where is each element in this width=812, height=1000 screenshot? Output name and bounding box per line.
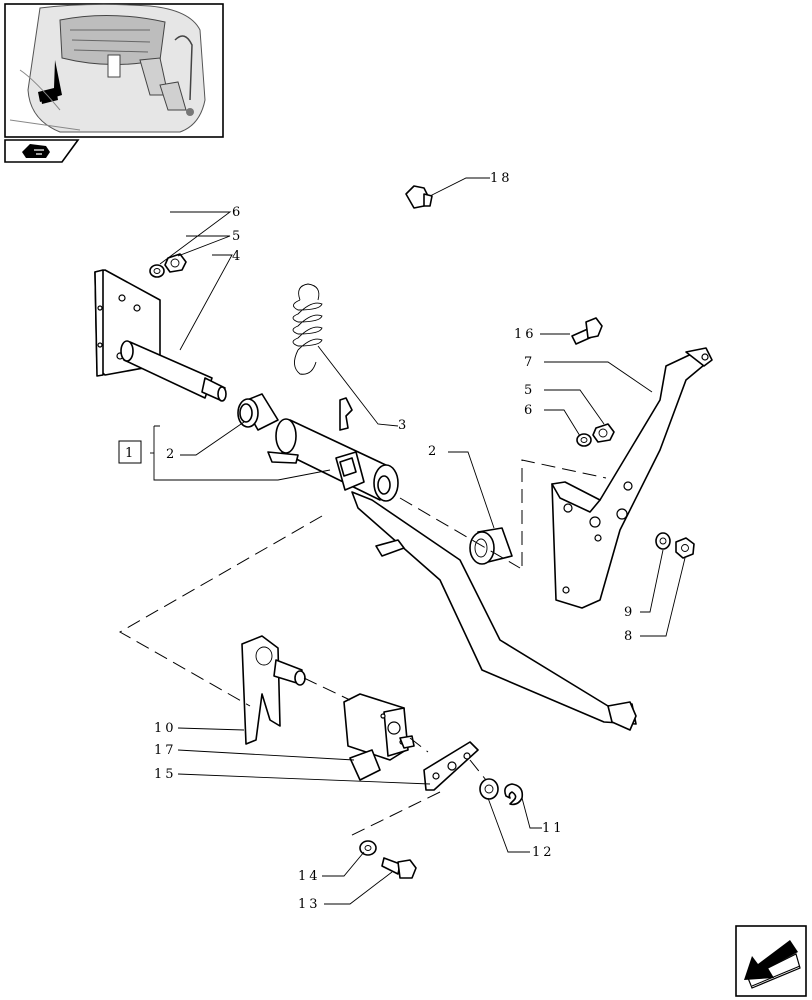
callout-18: 18 (490, 171, 513, 186)
plate-15 (423, 741, 479, 791)
washer-right (576, 433, 592, 447)
callout-2-right: 2 (428, 444, 439, 459)
housing-block-17 (343, 693, 415, 781)
cap-18 (405, 185, 433, 209)
callout-13: 13 (298, 897, 321, 912)
assembly-guide-lines (118, 459, 607, 839)
callout-7: 7 (524, 355, 535, 370)
washer-14 (359, 840, 377, 856)
bushing-right (469, 527, 513, 565)
callout-12: 12 (532, 845, 555, 860)
callout-2-left: 2 (166, 447, 177, 462)
bolt-13 (381, 857, 417, 879)
callout-6-upper: 6 (232, 205, 243, 220)
nut-upper-left (164, 253, 187, 273)
callout-9: 9 (624, 605, 635, 620)
thumbnail-view[interactable] (4, 3, 224, 138)
nut-right (592, 423, 615, 443)
callout-11: 11 (542, 821, 565, 836)
callout-5-right: 5 (524, 383, 535, 398)
callout-box-1 (118, 440, 142, 464)
pedal-support-bracket (551, 347, 713, 609)
callout-15: 15 (154, 767, 177, 782)
callout-17: 17 (154, 743, 177, 758)
tractor-pedal-location-icon (9, 3, 206, 133)
callout-3: 3 (398, 418, 409, 433)
washer-12 (479, 778, 499, 800)
leader-lines (150, 177, 686, 905)
bolt-16 (571, 317, 603, 345)
return-spring (292, 283, 323, 375)
callout-14: 14 (298, 869, 321, 884)
callout-8: 8 (624, 629, 635, 644)
callout-4: 4 (232, 249, 243, 264)
callout-10: 10 (154, 721, 177, 736)
callout-6-right: 6 (524, 403, 535, 418)
washer-upper-left (149, 264, 165, 278)
callout-16: 16 (514, 327, 537, 342)
nut-8 (675, 537, 695, 559)
bushing-left (237, 393, 279, 431)
pedal-shaft-bracket (94, 269, 227, 402)
callout-labels: 1 2 2 3 4 5 6 5 6 7 8 9 10 11 12 13 14 1… (118, 171, 635, 912)
clutch-pedal-assembly (267, 397, 637, 731)
tractor-section-icon[interactable] (4, 139, 80, 163)
fork-lever-10 (241, 635, 306, 745)
next-page-arrow-icon[interactable] (735, 925, 807, 997)
callout-5-upper: 5 (232, 229, 243, 244)
circlip-11 (504, 783, 524, 806)
washer-9 (655, 532, 671, 550)
callout-1: 1 (125, 446, 136, 461)
